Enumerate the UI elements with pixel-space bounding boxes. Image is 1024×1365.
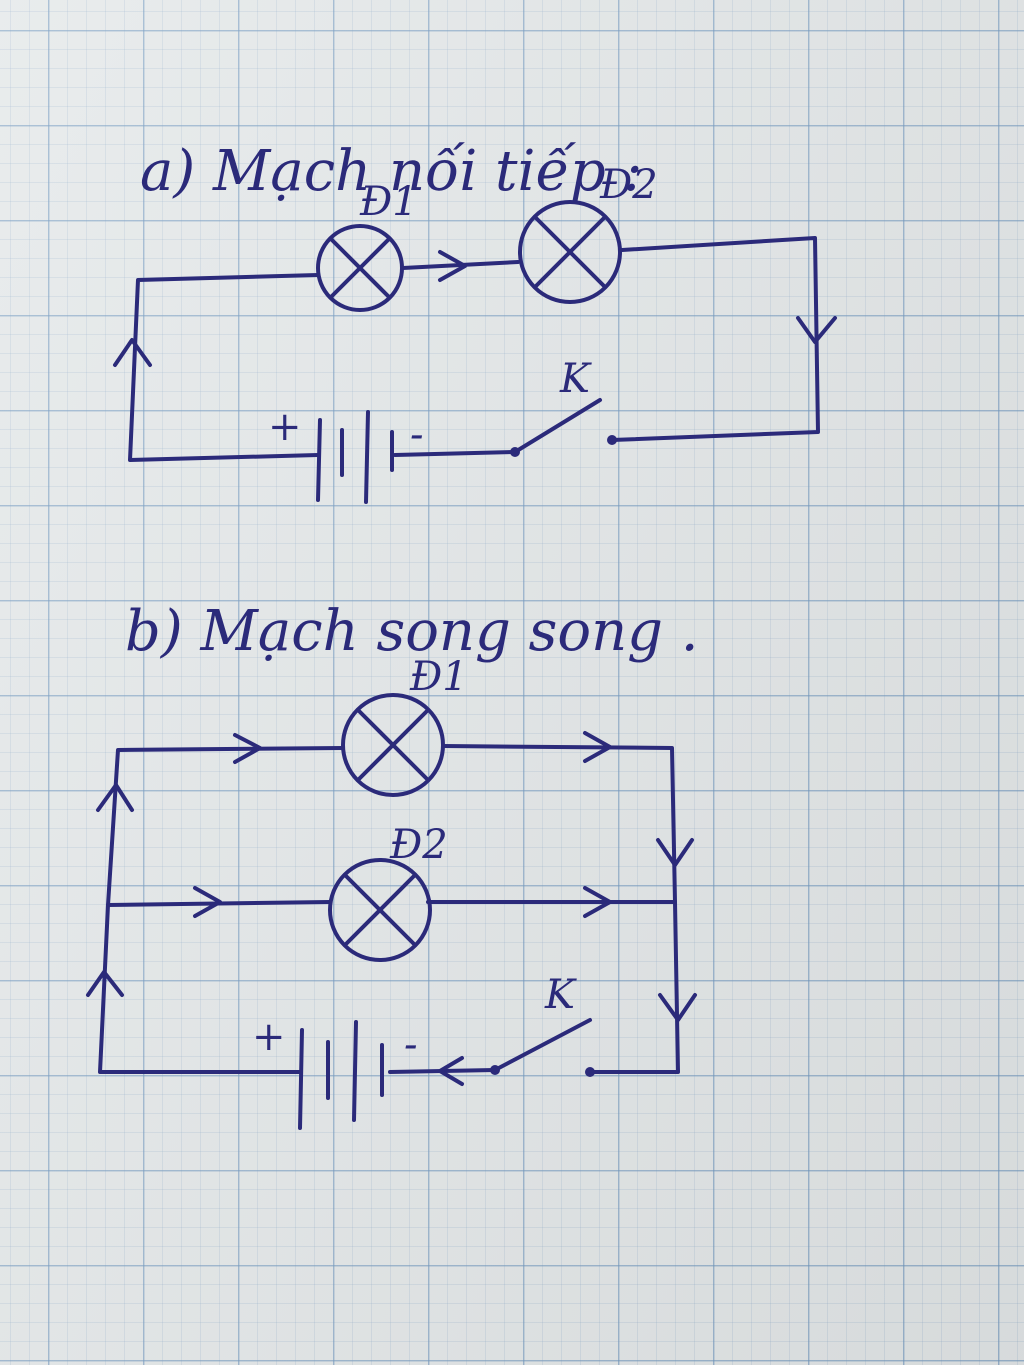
current-arrow <box>796 316 837 344</box>
wire <box>441 744 680 1074</box>
switch-k <box>510 398 617 457</box>
current-arrow <box>583 886 612 918</box>
series-circuit: a) Mạch nối tiếp : Đ1 Đ2 + - <box>113 139 837 504</box>
current-arrow <box>113 338 152 367</box>
wire <box>610 236 820 442</box>
lamp-d2-label: Đ2 <box>599 162 658 208</box>
current-arrow <box>656 838 694 867</box>
battery <box>316 410 394 504</box>
lamp-d2-label: Đ2 <box>389 822 448 868</box>
current-arrow <box>438 1056 464 1086</box>
switch-k-label: K <box>544 972 577 1018</box>
current-arrow <box>233 733 262 764</box>
current-arrow <box>193 886 222 918</box>
wire <box>128 273 320 462</box>
current-arrow <box>438 250 467 282</box>
series-circuit-title: a) Mạch nối tiếp : <box>140 139 642 204</box>
lamp-d1-label: Đ1 <box>409 654 468 700</box>
battery-plus-sign: + <box>252 1014 286 1060</box>
lamp-d1 <box>316 224 404 312</box>
lamp-d2 <box>328 858 432 962</box>
battery <box>298 1020 384 1130</box>
wire <box>393 450 517 457</box>
lamp-d2 <box>518 200 622 304</box>
battery-minus-sign: - <box>410 412 424 458</box>
switch-k <box>490 1018 595 1077</box>
switch-k-label: K <box>559 356 592 402</box>
lamp-d1 <box>341 693 445 797</box>
lamp-d1-label: Đ1 <box>359 179 418 225</box>
parallel-circuit-title: b) Mạch song song . <box>125 599 699 664</box>
current-arrow <box>658 993 697 1022</box>
parallel-circuit: b) Mạch song song . Đ1 Đ2 + - <box>86 599 699 1130</box>
battery-plus-sign: + <box>268 404 302 450</box>
current-arrow <box>583 731 612 763</box>
current-arrow <box>86 970 124 997</box>
wire <box>98 746 345 1074</box>
current-arrow <box>96 783 134 812</box>
battery-minus-sign: - <box>404 1022 418 1068</box>
